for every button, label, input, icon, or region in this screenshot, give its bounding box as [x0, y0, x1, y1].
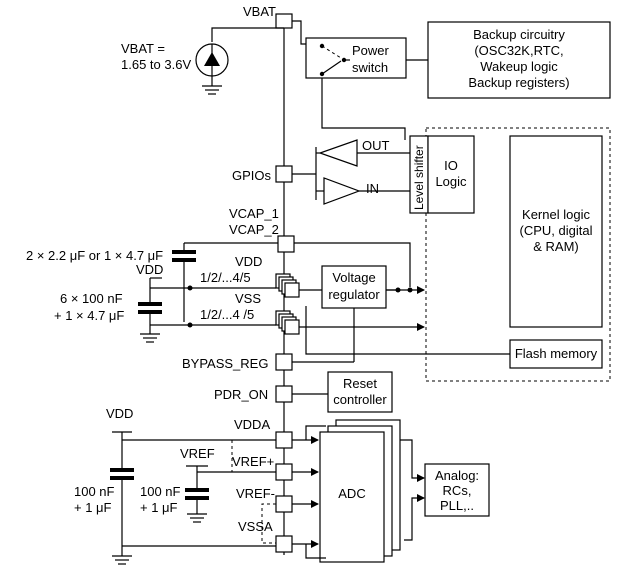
gpios-pad: [275, 165, 293, 183]
vdd-pad-stack: [275, 273, 300, 298]
power-switch-label-2: switch: [352, 60, 388, 75]
kernel-label-1: Kernel logic: [522, 207, 590, 222]
vssa-pad: [275, 535, 293, 553]
vdd-cap-label-1: 6 × 100 nF: [60, 291, 123, 306]
out-buffer-icon: [318, 139, 358, 167]
vdda-cap-label-2: + 1 μF: [74, 500, 112, 515]
vdd-capacitor-icon: [138, 277, 162, 343]
power-switch-label-1: Power: [352, 43, 390, 58]
pdr-on-pin-label: PDR_ON: [214, 387, 268, 402]
kernel-logic-box: [509, 135, 603, 328]
vref-cap-label-2: + 1 μF: [140, 500, 178, 515]
analog-label-2: RCs,: [443, 483, 472, 498]
pdr-on-pad: [275, 385, 293, 403]
backup-label-3: Wakeup logic: [480, 59, 558, 74]
vss-range-label: 1/2/...4 /5: [200, 307, 254, 322]
reset-label-1: Reset: [343, 376, 377, 391]
vbat-pad: [275, 13, 293, 29]
gpios-pin-label: GPIOs: [232, 168, 272, 183]
backup-label-4: Backup registers): [468, 75, 569, 90]
vbat-range-line1: VBAT =: [121, 41, 165, 56]
bypass-reg-pin-label: BYPASS_REG: [182, 356, 268, 371]
vbat-range-line2: 1.65 to 3.6V: [121, 57, 191, 72]
vdda-pad: [275, 431, 293, 449]
io-logic-label-1: IO: [444, 158, 458, 173]
backup-circuitry-box: [427, 21, 611, 99]
bypass-reg-pad: [275, 353, 293, 371]
switch-to-levelshifter-wire: [321, 78, 406, 140]
analog-ground-icon: [112, 546, 132, 565]
adc-label: ADC: [338, 486, 365, 501]
vreg-label-2: regulator: [328, 287, 380, 302]
vdd-domain-region: [425, 127, 611, 382]
vdd-cap-label-2: + 1 × 4.7 μF: [54, 308, 124, 323]
vcap1-pin-label: VCAP_1: [229, 206, 279, 221]
in-label: IN: [366, 181, 379, 196]
backup-label-1: Backup circuitry: [473, 27, 565, 42]
analog-block-box: [424, 463, 490, 517]
vdda-cap-label-1: 100 nF: [74, 484, 115, 499]
vcap-capacitor-icon: [172, 243, 196, 322]
vrefminus-vssa-dashed-link: [261, 503, 276, 544]
vcap-capacitor-label: 2 × 2.2 μF or 1 × 4.7 μF: [26, 248, 163, 263]
kernel-label-3: & RAM): [533, 239, 579, 254]
vss-junction-dot: [187, 322, 193, 328]
in-buffer-icon: [323, 177, 361, 205]
vref-plus-pad: [275, 463, 293, 481]
vssa-pin-label: VSSA: [238, 519, 273, 534]
vcap-pad: [277, 235, 295, 253]
analog-label-3: PLL,..: [440, 498, 474, 513]
vdd-analog-label: VDD: [106, 406, 133, 421]
vdda-pin-label: VDDA: [234, 417, 270, 432]
reset-label-2: controller: [333, 392, 387, 407]
vref-minus-pin-label: VREF-: [236, 486, 275, 501]
vref-minus-pad: [275, 495, 293, 513]
vss-pad-stack: [275, 310, 300, 335]
flash-memory-label: Flash memory: [515, 346, 598, 361]
kernel-label-2: (CPU, digital: [520, 223, 593, 238]
vcap-to-kernel-wire: [294, 242, 411, 287]
vref-plus-pin-label: VREF+: [232, 454, 274, 469]
vss-pin-label: VSS: [235, 291, 261, 306]
backup-label-2: (OSC32K,RTC,: [474, 43, 563, 58]
vbat-top-wire: [211, 27, 284, 42]
vdd-ext-label: VDD: [136, 262, 163, 277]
out-label: OUT: [362, 138, 390, 153]
vref-capacitor-icon: [185, 480, 209, 523]
switch-icon: [319, 43, 350, 77]
vdd-range-label: 1/2/...4/5: [200, 270, 251, 285]
level-shifter-label: Level shifter: [412, 145, 426, 210]
battery-source-icon: [195, 43, 229, 95]
voltage-regulator-box: [321, 265, 387, 309]
vdda-capacitor-icon: [110, 468, 134, 546]
vref-cap-label-1: 100 nF: [140, 484, 181, 499]
vdda-vrefplus-dashed-link: [231, 440, 276, 473]
vref-ext-label: VREF: [180, 446, 215, 461]
vbat-pin-label: VBAT: [243, 4, 276, 19]
flash-memory-box: [509, 339, 603, 369]
adc-box-front: [319, 431, 385, 563]
analog-label-1: Analog:: [435, 468, 479, 483]
reset-controller-box: [327, 371, 393, 413]
flash-wire: [305, 306, 510, 355]
vcap2-pin-label: VCAP_2: [229, 222, 279, 237]
vdd-junction-dot: [187, 285, 193, 291]
vdd-pin-label: VDD: [235, 254, 262, 269]
vreg-label-1: Voltage: [332, 270, 375, 285]
io-logic-box: [427, 135, 475, 214]
io-logic-label-2: Logic: [435, 174, 467, 189]
